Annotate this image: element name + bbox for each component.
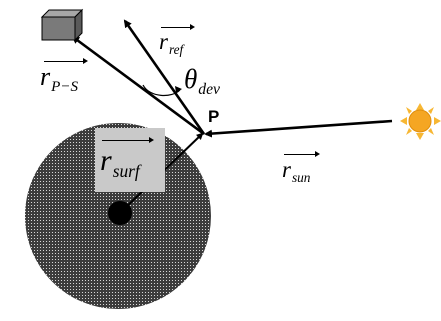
label-theta-dev: θdev bbox=[184, 64, 220, 98]
sun-icon bbox=[400, 103, 441, 140]
label-r-ref: rref bbox=[159, 24, 195, 56]
satellite-icon bbox=[40, 8, 84, 42]
r-ref-arrow bbox=[123, 19, 206, 135]
label-r-sun-main: r bbox=[282, 157, 291, 182]
label-r-ps: rP−S bbox=[40, 58, 88, 94]
label-r-sun-sub: sun bbox=[291, 170, 311, 186]
theta-dev-arc-tip bbox=[175, 86, 182, 93]
label-r-surf-main: r bbox=[100, 144, 112, 177]
label-r-surf-sub: surf bbox=[112, 160, 140, 181]
label-theta-sub: dev bbox=[198, 80, 220, 98]
point-p-label: P bbox=[208, 107, 220, 126]
label-r-ps-sub: P−S bbox=[51, 78, 79, 95]
r-ps-arrow bbox=[71, 35, 205, 136]
label-r-sun: rsun bbox=[282, 151, 320, 184]
label-r-surf: rsurf bbox=[100, 137, 154, 179]
label-r-ps-main: r bbox=[40, 62, 51, 91]
label-r-ref-sub: ref bbox=[168, 42, 184, 58]
label-r-ref-main: r bbox=[159, 29, 168, 54]
r-sun-arrow bbox=[204, 119, 393, 138]
label-theta-main: θ bbox=[184, 64, 198, 94]
